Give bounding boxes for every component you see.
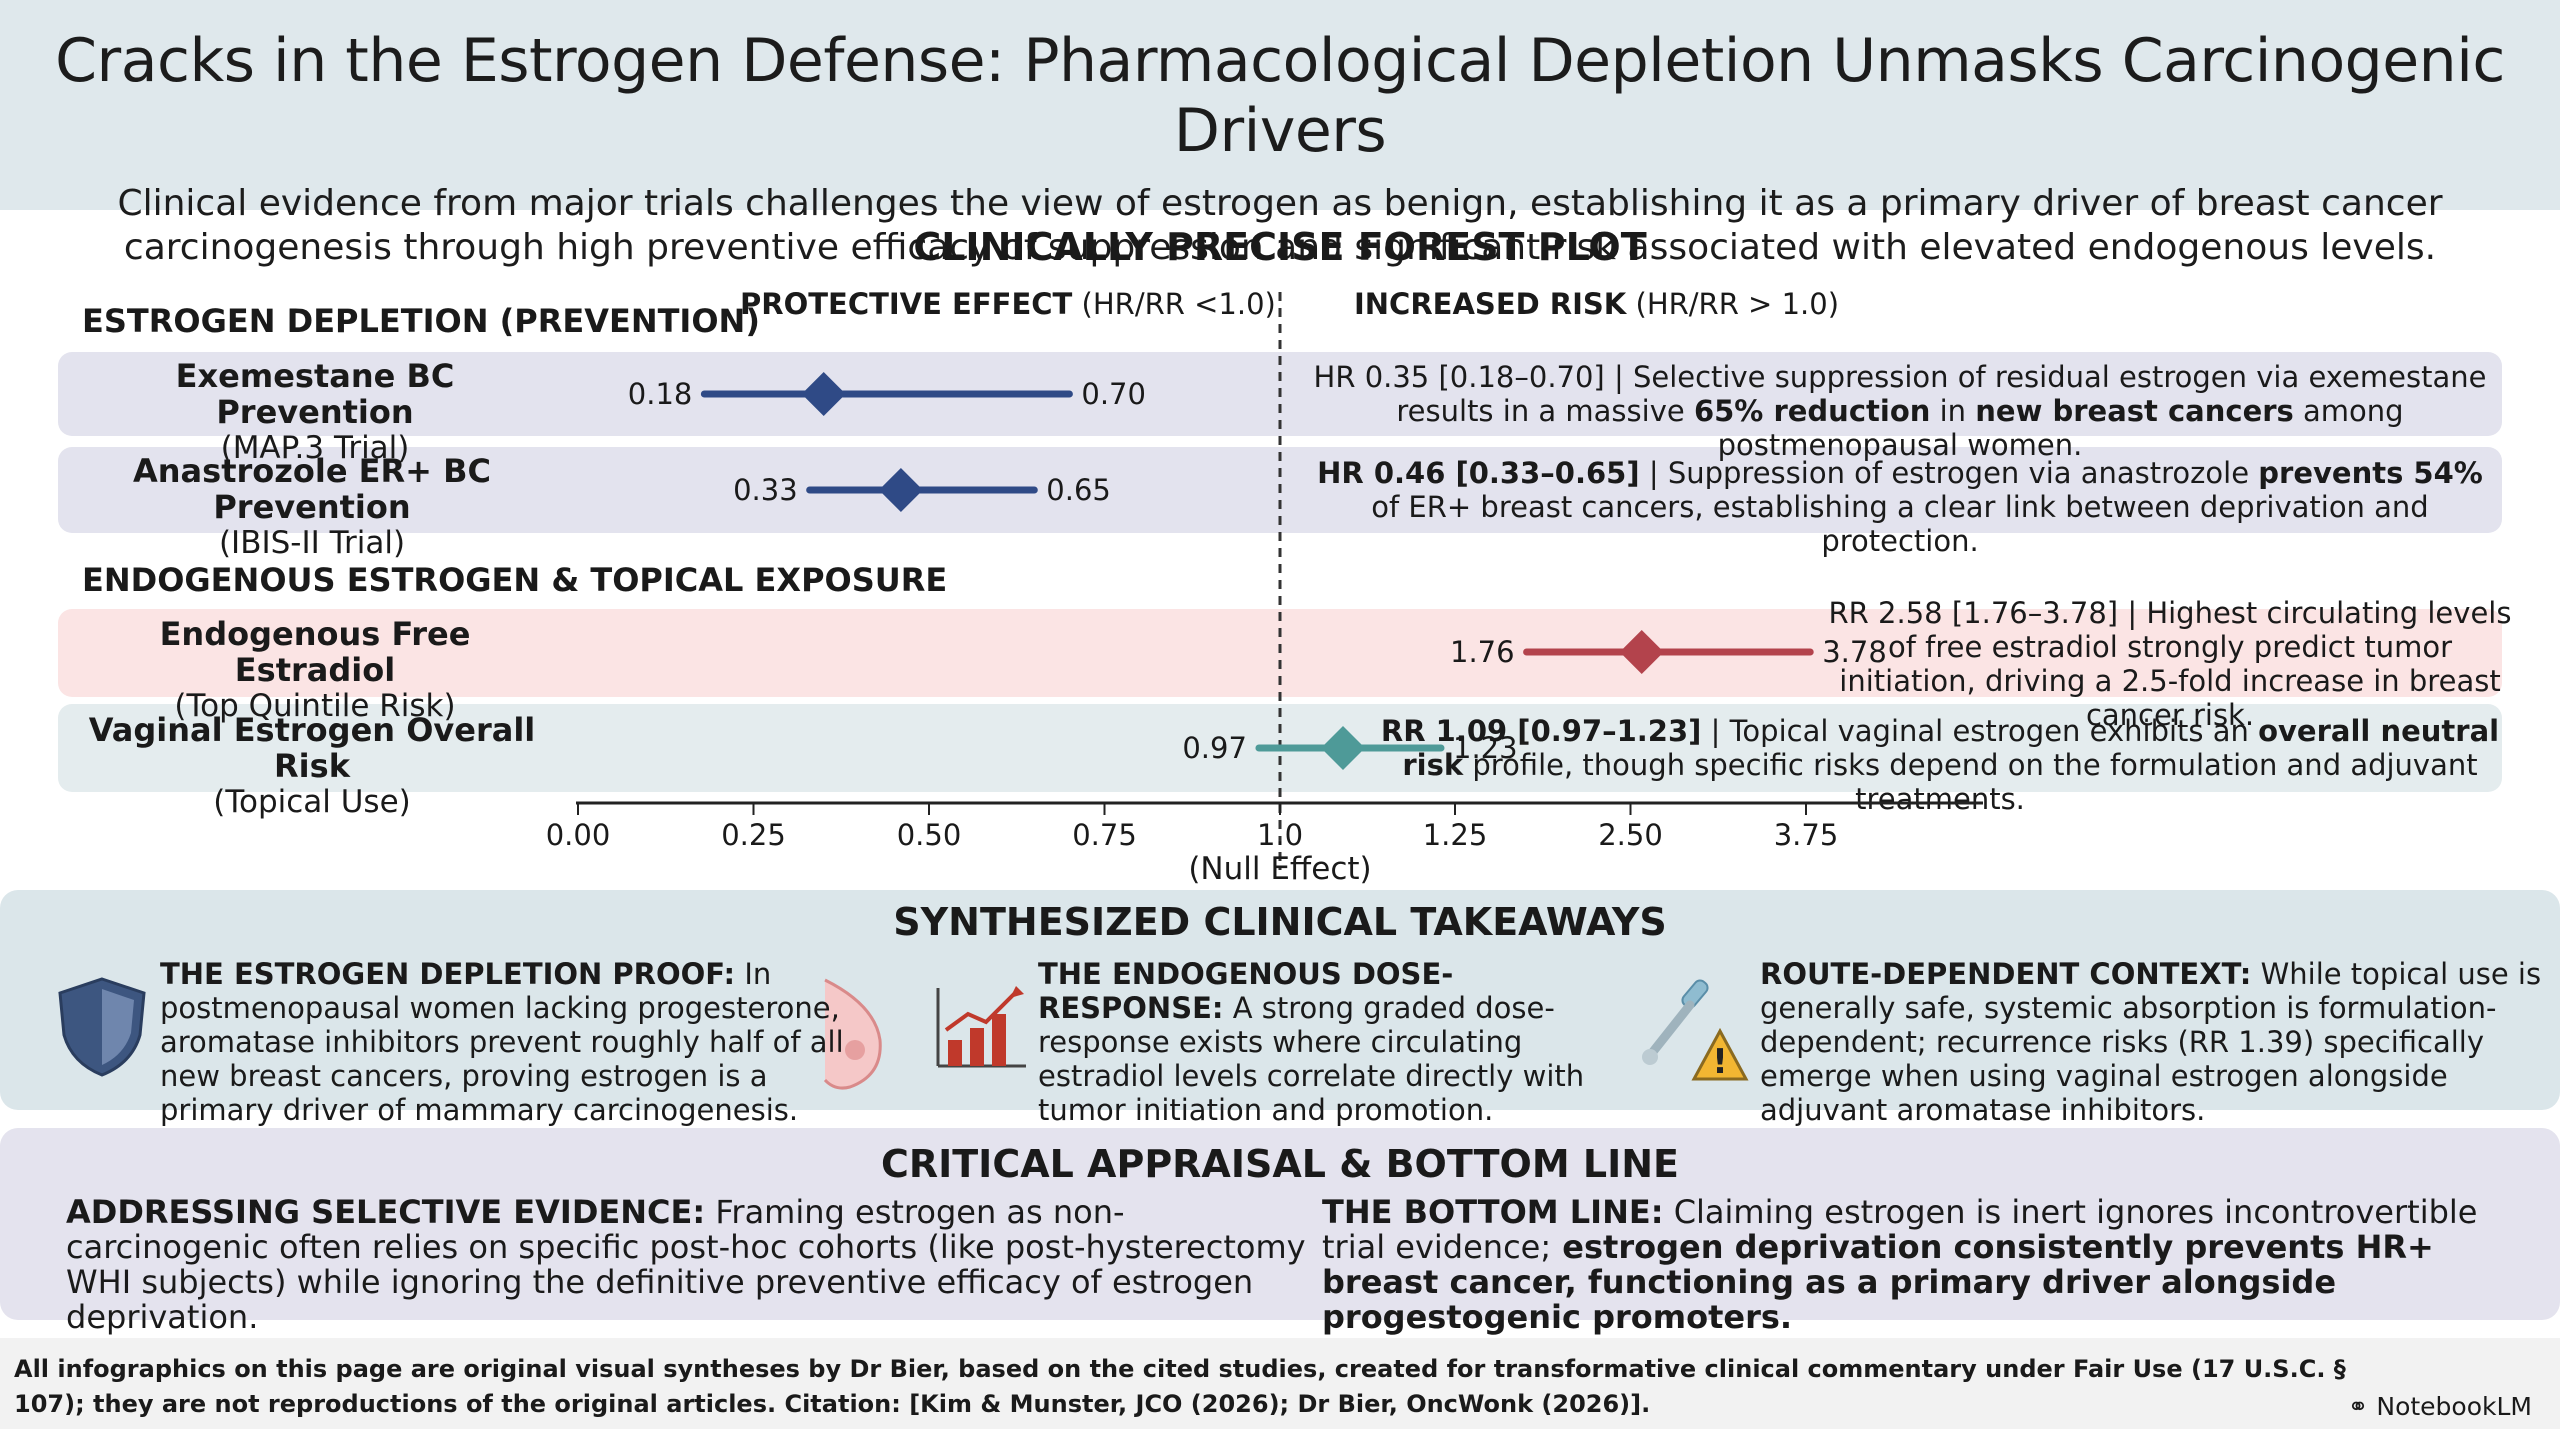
takeaways-panel	[0, 890, 2560, 1110]
row-name: Endogenous Free Estradiol	[159, 615, 471, 689]
description-segment: 65% reduction	[1693, 394, 1931, 428]
takeaway-heading: ROUTE-DEPENDENT CONTEXT:	[1760, 957, 2252, 991]
applicator-warning-icon: !	[1642, 979, 1749, 1082]
description-segment: RR 2.58 [1.76–3.78] | Highest circulatin…	[1828, 596, 2512, 732]
notebook-icon: ⚭	[2347, 1392, 2369, 1421]
point-estimate-marker	[801, 372, 846, 416]
takeaway-depletion-proof: THE ESTROGEN DEPLETION PROOF: In postmen…	[160, 957, 850, 1127]
x-tick-label: 0.00	[546, 818, 611, 852]
increased-risk-range: (HR/RR > 1.0)	[1626, 287, 1840, 321]
ci-upper-label: 1.23	[1453, 731, 1518, 765]
null-effect-label: (Null Effect)	[1188, 851, 1371, 887]
shield-icon	[58, 977, 146, 1077]
footer-disclaimer: All infographics on this page are origin…	[14, 1355, 2346, 1418]
point-estimate-marker	[1619, 630, 1664, 674]
description-segment: of ER+ breast cancers, establishing a cl…	[1371, 490, 2429, 558]
appraisal-right-heading: THE BOTTOM LINE:	[1322, 1193, 1664, 1231]
appraisal-bottom-line: THE BOTTOM LINE: Claiming estrogen is in…	[1322, 1195, 2522, 1335]
row-trial: (MAP.3 Trial)	[220, 430, 410, 466]
x-tick-label: 0.50	[897, 818, 962, 852]
appraisal-right-conclusion: estrogen deprivation consistently preven…	[1322, 1228, 2434, 1336]
ci-lower-label: 0.18	[628, 377, 693, 411]
takeaway-dose-response: THE ENDOGENOUS DOSE-RESPONSE: A strong g…	[1038, 957, 1638, 1127]
appraisal-selective-evidence: ADDRESSING SELECTIVE EVIDENCE: Framing e…	[66, 1195, 1306, 1335]
description-segment: in	[1930, 394, 1976, 428]
brand-name: NotebookLM	[2376, 1392, 2532, 1421]
forest-plot: 0.00 0.25 0.50 0.75 1.0 1.25 2.50 3.75 (Null Eff…	[546, 292, 1983, 887]
takeaway-body: In postmenopausal women lacking progeste…	[160, 957, 844, 1127]
section-prevention-label: ESTROGEN DEPLETION (PREVENTION)	[82, 302, 760, 340]
protective-effect-label: PROTECTIVE EFFECT (HR/RR <1.0)	[740, 287, 1276, 321]
bar-chart-icon	[936, 986, 1026, 1068]
increased-risk-bold: INCREASED RISK	[1354, 287, 1627, 321]
section-endogenous-label: ENDOGENOUS ESTROGEN & TOPICAL EXPOSURE	[82, 561, 948, 599]
forest-plot-title: CLINICALLY PRECISE FOREST PLOT	[913, 225, 1647, 269]
ci-lower-label: 0.33	[733, 473, 798, 507]
description-segment: profile, though specific risks depend on…	[1463, 748, 2478, 816]
row-trial: (Topical Use)	[213, 784, 411, 820]
row-name: Vaginal Estrogen Overall Risk	[88, 711, 536, 785]
row-name: Exemestane BC Prevention	[175, 357, 455, 431]
row-description-free-estradiol: RR 2.58 [1.76–3.78] | Highest circulatin…	[1820, 596, 2520, 732]
x-tick-label: 0.25	[721, 818, 786, 852]
row-label-vaginal-estrogen: Vaginal Estrogen Overall Risk (Topical U…	[72, 712, 552, 820]
ci-upper-label: 0.70	[1081, 377, 1146, 411]
takeaway-body: A strong graded dose-response exists whe…	[1038, 991, 1585, 1127]
takeaway-route-context: ROUTE-DEPENDENT CONTEXT: While topical u…	[1760, 957, 2560, 1127]
description-segment: overall neutral risk	[1402, 714, 2500, 782]
description-segment: among postmenopausal women.	[1717, 394, 2404, 462]
description-segment: | Suppression of estrogen via anastrozol…	[1639, 456, 2259, 490]
row-label-exemestane: Exemestane BC Prevention (MAP.3 Trial)	[80, 358, 550, 466]
description-segment: prevents 54%	[2258, 456, 2483, 490]
footer-bar	[0, 1338, 2560, 1429]
description-segment: new breast cancers	[1975, 394, 2294, 428]
row-name: Anastrozole ER+ BC Prevention	[133, 452, 491, 526]
description-segment: HR 0.35 [0.18–0.70] | Selective suppress…	[1313, 360, 2487, 428]
row-label-free-estradiol: Endogenous Free Estradiol (Top Quintile …	[80, 616, 550, 724]
row-description-exemestane: HR 0.35 [0.18–0.70] | Selective suppress…	[1300, 360, 2500, 462]
page-title: Cracks in the Estrogen Defense: Pharmaco…	[55, 26, 2505, 166]
svg-text:!: !	[1712, 1042, 1728, 1082]
row-description-anastrozole: HR 0.46 [0.33–0.65] | Suppression of est…	[1300, 456, 2500, 558]
x-tick-label: 0.75	[1072, 818, 1137, 852]
takeaways-title: SYNTHESIZED CLINICAL TAKEAWAYS	[893, 900, 1667, 944]
description-segment: RR 1.09 [0.97–1.23]	[1380, 714, 1702, 748]
row-trial: (Top Quintile Risk)	[174, 688, 456, 724]
x-tick-label: 1.25	[1423, 818, 1488, 852]
x-tick-label: 2.50	[1598, 818, 1663, 852]
takeaway-heading: THE ESTROGEN DEPLETION PROOF:	[160, 957, 736, 991]
appraisal-right-body: Claiming estrogen is inert ignores incon…	[1322, 1193, 2478, 1266]
x-tick-label: 1.0	[1257, 818, 1303, 852]
row-description-vaginal-estrogen: RR 1.09 [0.97–1.23] | Topical vaginal es…	[1380, 714, 2500, 816]
protective-effect-bold: PROTECTIVE EFFECT	[740, 287, 1073, 321]
takeaway-heading: THE ENDOGENOUS DOSE-RESPONSE:	[1038, 957, 1454, 1025]
appraisal-title: CRITICAL APPRAISAL & BOTTOM LINE	[880, 1142, 1680, 1186]
point-estimate-marker	[1321, 726, 1365, 770]
row-label-anastrozole: Anastrozole ER+ BC Prevention (IBIS-II T…	[62, 453, 562, 561]
increased-risk-label: INCREASED RISK (HR/RR > 1.0)	[1354, 287, 1839, 321]
ci-upper-label: 0.65	[1046, 473, 1111, 507]
header-banner: Cracks in the Estrogen Defense: Pharmaco…	[0, 0, 2560, 268]
breast-illustration-icon	[823, 978, 882, 1090]
protective-effect-range: (HR/RR <1.0)	[1072, 287, 1276, 321]
point-estimate-marker	[878, 468, 923, 512]
page-subtitle: Clinical evidence from major trials chal…	[117, 183, 2443, 268]
takeaway-body: While topical use is generally safe, sys…	[1760, 957, 2542, 1127]
description-segment: HR 0.46 [0.33–0.65]	[1317, 456, 1640, 490]
description-segment: | Topical vaginal estrogen exhibits an	[1701, 714, 2259, 748]
row-trial: (IBIS-II Trial)	[218, 525, 406, 561]
ci-upper-label: 3.78	[1822, 635, 1887, 669]
appraisal-left-heading: ADDRESSING SELECTIVE EVIDENCE:	[66, 1193, 706, 1231]
appraisal-panel	[0, 1128, 2560, 1320]
x-tick-label: 3.75	[1774, 818, 1839, 852]
ci-lower-label: 1.76	[1450, 635, 1515, 669]
appraisal-left-body: Framing estrogen as non-carcinogenic oft…	[66, 1193, 1306, 1336]
brand-label: ⚭ NotebookLM	[2347, 1392, 2532, 1421]
ci-lower-label: 0.97	[1182, 731, 1247, 765]
